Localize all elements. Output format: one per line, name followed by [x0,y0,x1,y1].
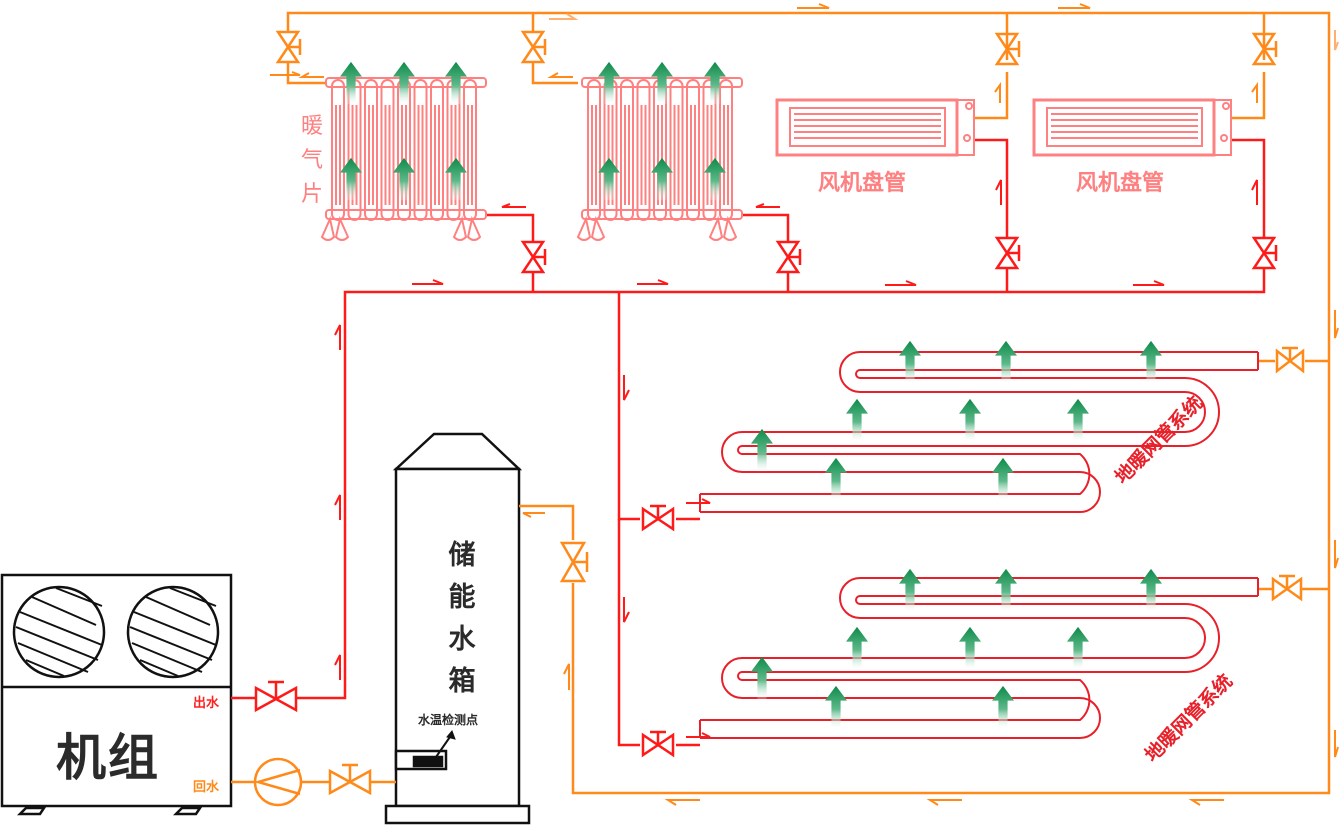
outlet-valve-icon [254,680,298,713]
fan-icon [12,585,106,679]
sensor-icon [412,755,444,768]
heat-arrow-icon [992,685,1014,729]
radiator-fin [413,79,428,221]
heat-arrow-icon [1140,340,1162,384]
heat-arrow-icon [899,340,921,384]
tank-cap [392,432,523,471]
heat-pump-unit [0,573,233,816]
radiator-fin [463,79,477,221]
radiator-label: 暖气片 [301,114,324,207]
return-pipes [231,11,1331,795]
radiator-fin [719,79,733,221]
radiator-fin [380,79,395,221]
unit-foot [172,806,203,816]
floor-pipe-outer [700,577,1258,739]
radiator-fin [686,79,700,221]
radiator [576,77,743,241]
unit-body [0,573,233,808]
floor-return-valve-icon [1271,346,1305,602]
heat-arrow-icon [959,626,981,670]
floor-heating-coil [699,351,1259,513]
floor-pipe-inner [700,595,1258,721]
floor-pipe-outer [700,351,1258,513]
heat-arrow-icon [393,157,415,201]
storage-tank [384,432,531,825]
return-valve-icon [328,763,372,796]
fan-coil-label: 风机盘管 [818,171,907,196]
heat-arrow-icon [825,685,847,729]
fan-coil-unit [1032,98,1232,157]
floor-pipe-inner [700,369,1258,495]
floor-valve-icon [641,504,675,758]
fan-coil-label: 风机盘管 [1076,171,1165,196]
fan-coil-unit [775,98,975,157]
radiator-fin [669,79,684,221]
heat-arrow-icon [846,626,868,670]
supply-pipes [231,138,1266,747]
circulation-pump-icon [253,757,303,807]
radiator-fin [620,79,634,221]
fan-blades-icon [15,587,217,677]
unit-label: 机组 [56,729,160,787]
return-label: 回水 [193,780,220,795]
heat-arrow-icon [751,428,773,472]
radiator-fin [636,79,651,221]
radiator-fin [331,79,345,221]
radiator-fin [430,79,444,221]
valves [254,30,1305,796]
return-flow-arrows [270,3,1339,806]
radiator-return-valve-icon [275,30,1278,583]
heat-arrow-icon [959,398,981,442]
radiator-fin [364,79,378,221]
unit-foot [16,806,47,816]
radiator-fin [702,79,717,221]
heat-arrow-icon [846,398,868,442]
tank-base [384,804,531,825]
supply-valve-icon [520,236,1278,274]
heat-arrow-icon [1067,398,1089,442]
heat-arrow-icon [751,656,773,700]
heat-arrow-icon [995,340,1017,384]
heat-arrow-icon [1067,626,1089,670]
sensor-label: 水温检测点 [418,713,479,727]
outlet-label: 出水 [193,696,220,711]
heat-arrow-icon [704,61,726,105]
heat-arrow-icon [393,61,415,105]
floor-heating-coil [699,577,1259,739]
fan-icon [126,585,220,679]
tank-label: 储能水箱 [448,540,476,697]
radiator-fin [587,79,601,221]
